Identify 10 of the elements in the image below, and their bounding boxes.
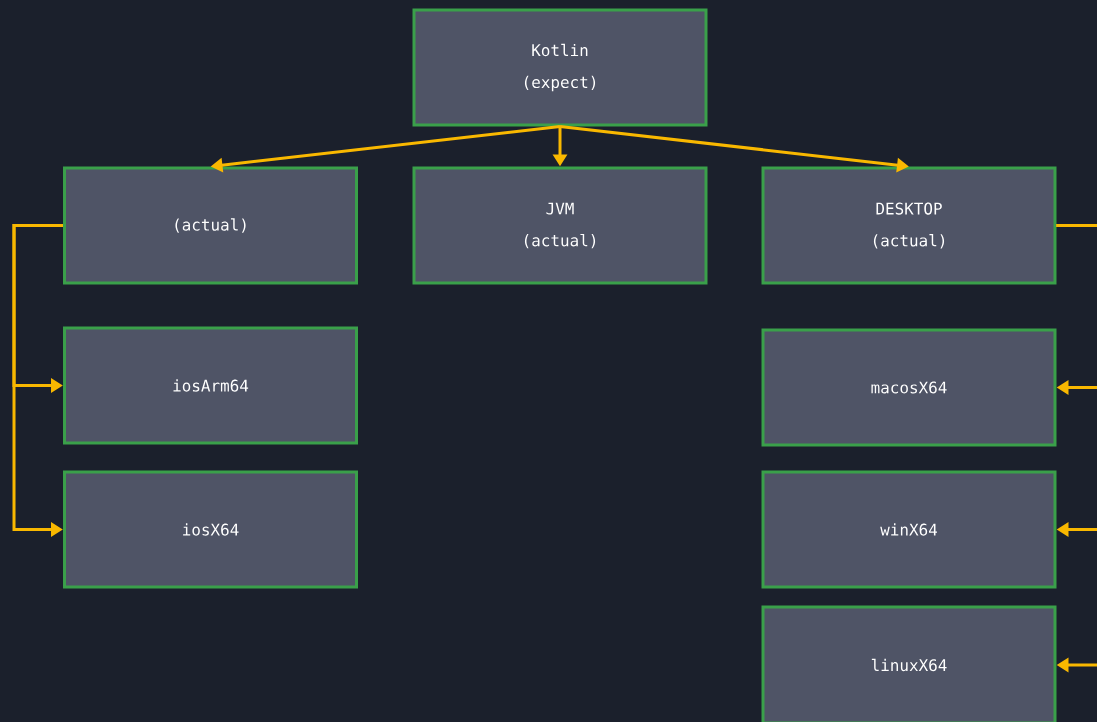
process-box: (actual)	[63, 166, 358, 285]
process-box: JVM (actual)	[412, 166, 708, 285]
arrow	[1056, 224, 1097, 673]
process-box: macosX64	[761, 328, 1057, 447]
process-box: winX64	[761, 470, 1057, 589]
process-box: iosX64	[63, 470, 358, 589]
process-box: Kotlin (expect)	[412, 8, 708, 127]
process-box: DESKTOP (actual)	[761, 166, 1057, 285]
process-box: linuxX64	[761, 605, 1057, 722]
process-box: iosArm64	[63, 326, 358, 445]
